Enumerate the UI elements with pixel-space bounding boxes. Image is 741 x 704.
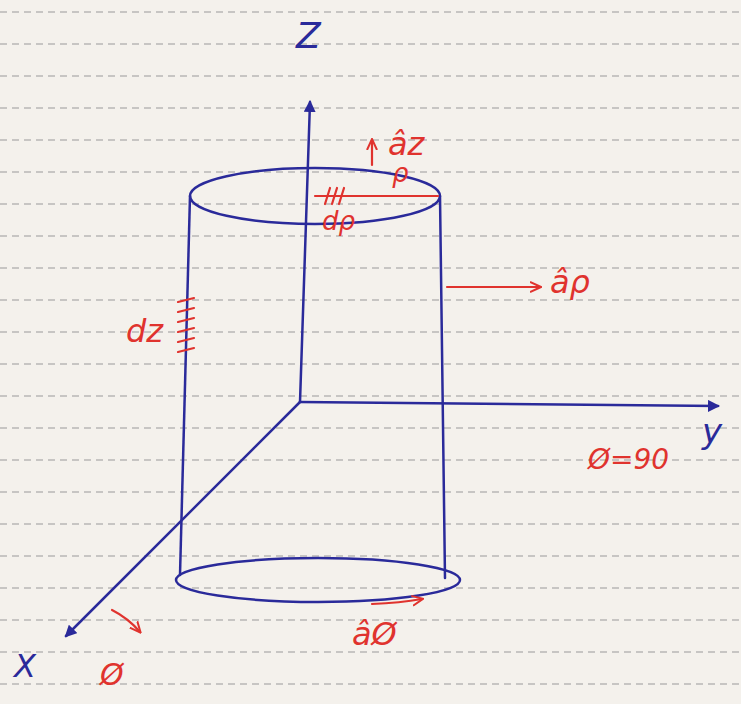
unit-vector-label: âρ <box>550 266 590 298</box>
differential-label: dρ <box>322 208 355 234</box>
unit-vectors <box>112 140 540 632</box>
angle-label: Ø=90 <box>588 446 669 474</box>
unit-vector-label: âØ <box>352 618 397 650</box>
notebook-lines <box>0 12 741 684</box>
unit-vector-label: âz <box>388 128 424 160</box>
radius-label: ρ <box>392 160 409 186</box>
axis-label: X <box>14 650 36 682</box>
axis-label: Z <box>296 18 321 54</box>
angle-label: Ø <box>100 660 124 690</box>
differential-label: dz <box>126 315 163 347</box>
axis-label: y <box>702 414 722 448</box>
axes-and-cylinder <box>66 102 718 636</box>
